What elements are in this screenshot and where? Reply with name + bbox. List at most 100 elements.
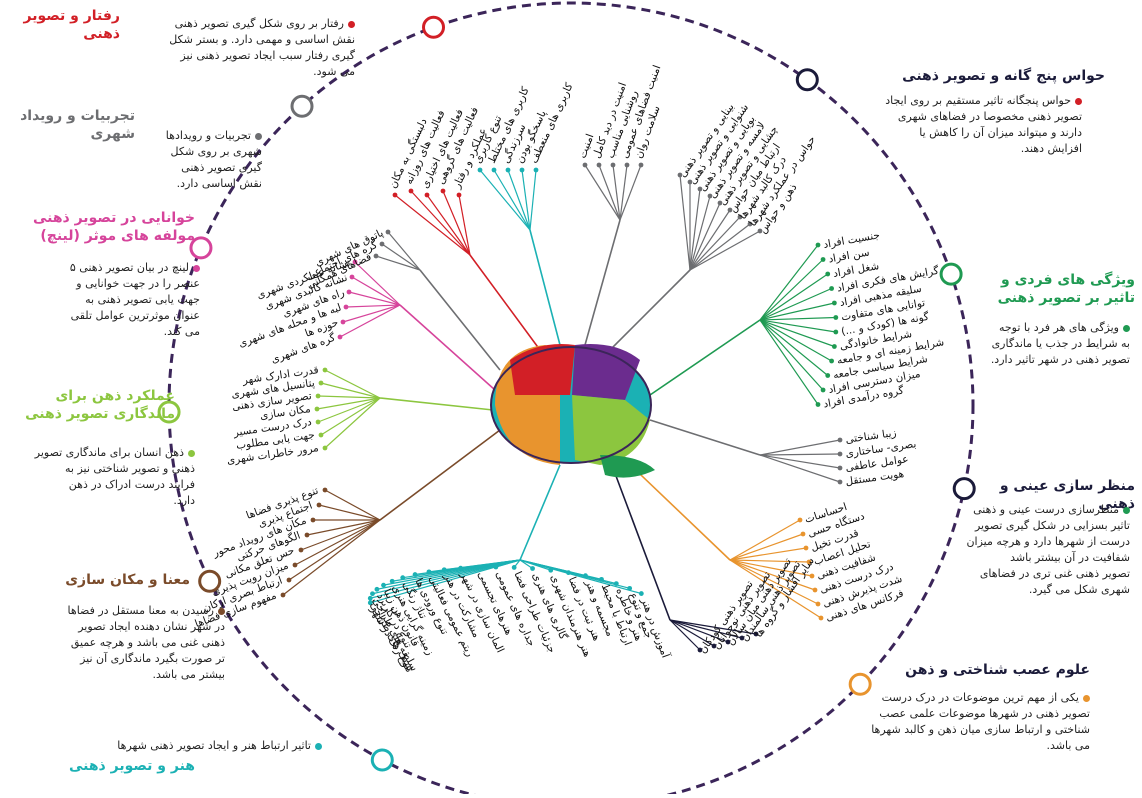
mind-title: عملکرد ذهن برای ماندگاری تصویر ذهنی xyxy=(15,388,175,423)
behavior-desc-line: نقش اساسی و مهمی دارد. و بستر شکل xyxy=(169,32,355,46)
individual-link xyxy=(759,319,832,362)
neuro-title: علوم عصب شناختی و ذهن xyxy=(905,662,1090,680)
safety-leaf-dot xyxy=(624,162,630,168)
lynch-desc-line: عنصر را در جهت خوانایی و xyxy=(76,276,200,290)
mind-leaf-dot xyxy=(315,419,321,425)
individual-desc-line: ویژگی های هر فرد با توجه xyxy=(998,321,1119,334)
behavior-title: رفتار و تصویر ذهنی xyxy=(10,8,120,43)
neuro-link xyxy=(729,533,804,561)
lynch-title-line1: خوانایی در تصویر ذهنی xyxy=(32,210,195,226)
neuro-leaf-dot xyxy=(809,573,815,579)
senses-link xyxy=(679,174,691,271)
branch-links xyxy=(280,162,843,653)
mind-node xyxy=(157,400,181,424)
trunk-line xyxy=(469,254,541,351)
lynch-desc: لینچ در بیان تصویر ذهنی ۵ عنصر را در جهت… xyxy=(15,260,200,340)
groups-link xyxy=(669,619,757,635)
meaning-dot xyxy=(218,607,225,615)
trunk-line xyxy=(529,229,561,346)
behavior-link xyxy=(394,194,471,256)
safety-link xyxy=(598,164,621,221)
individual-node xyxy=(939,262,963,286)
art-leaf-dot xyxy=(511,565,517,570)
groups-leaf-dot xyxy=(725,639,731,645)
senses-link xyxy=(689,188,701,271)
experiences-link xyxy=(381,243,421,271)
experiences-desc-line: گیری تصویر ذهنی xyxy=(181,160,262,174)
lynch-leaf-dot xyxy=(352,259,358,265)
senses-leaf-dot xyxy=(747,221,753,227)
neuro-dot xyxy=(1083,694,1090,702)
individual-leaf-dot xyxy=(829,358,835,364)
safety-link xyxy=(584,164,621,221)
behavior-dot xyxy=(348,20,355,28)
meaning-link xyxy=(294,519,381,566)
experiences-leaf-dot xyxy=(373,253,379,259)
meaning-desc-line: بیشتر می باشد. xyxy=(152,667,225,681)
meaning-leaf-dot xyxy=(298,547,304,553)
individual-link xyxy=(759,319,836,333)
objective-desc-line: شهری شکل می گیرد. xyxy=(1028,582,1130,596)
senses-leaf-dot xyxy=(687,179,693,185)
activities-leaf-dot xyxy=(505,167,511,173)
behavior-node xyxy=(422,15,446,39)
experiences-dot xyxy=(255,132,262,140)
neuro-desc: یکی از مهم ترین موضوعات در درک درست تصوی… xyxy=(845,690,1090,754)
mind-title-line2: ماندگاری تصویر ذهنی xyxy=(25,405,175,422)
meaning-desc-line: رسیدن به معنا مستقل در فضاها xyxy=(67,604,214,617)
lynch-leaf-dot xyxy=(346,289,352,295)
senses-leaf-dot xyxy=(697,186,703,192)
senses-dot xyxy=(1075,97,1082,105)
groups-link xyxy=(669,619,729,643)
individual-leaf-dot xyxy=(833,329,839,335)
behavior-link xyxy=(442,190,471,256)
lynch-desc-line: عنوان موثرترین عوامل تلقی xyxy=(70,308,200,322)
lynch-desc-line: می کند. xyxy=(163,324,200,338)
safety-link xyxy=(619,164,642,221)
senses-desc-line: تصویر ذهنی مخصوصا در فضاهای شهری xyxy=(897,109,1082,123)
mind-link xyxy=(320,382,381,399)
groups-link xyxy=(669,619,701,651)
art-leaf-dot xyxy=(441,567,447,573)
meaning-leaf-dot xyxy=(280,592,286,598)
objective-desc-line: تاثیر بسزایی در شکل گیری تصویر xyxy=(974,518,1130,532)
art-desc-line: تاثیر ارتباط هنر و ایجاد تصویر ذهنی شهره… xyxy=(117,739,311,752)
mind-link xyxy=(320,397,381,436)
neuro-link xyxy=(729,559,816,591)
groups-leaf-dot xyxy=(739,635,745,641)
art-leaf-dot xyxy=(412,572,418,577)
meaning-leaf-dot xyxy=(316,502,322,508)
senses-desc-line: دارند و میتواند میزان آن را کاهش یا xyxy=(919,125,1082,139)
individual-leaf-dot xyxy=(825,373,831,378)
senses-node xyxy=(795,68,819,92)
safety-leaf-dot xyxy=(610,162,616,168)
experiences-title: تجربیات و رویداد شهری xyxy=(20,108,135,143)
trunk-line xyxy=(584,219,621,346)
objective-desc-line: منظرسازی درست عینی و ذهنی xyxy=(973,503,1119,516)
meaning-link xyxy=(288,519,381,581)
neuro-desc-line: می باشد. xyxy=(1046,738,1090,752)
objective-leaf-dot xyxy=(837,465,843,471)
individual-leaf-label: جنسیت افراد xyxy=(822,229,880,251)
behavior-link xyxy=(410,190,471,256)
meaning-desc-line: ذهنی غنی می باشد و هرچه عمیق xyxy=(70,635,225,649)
individual-leaf-dot xyxy=(831,300,837,306)
art-desc: تاثیر ارتباط هنر و ایجاد تصویر ذهنی شهره… xyxy=(60,738,322,754)
lynch-title-line2: مولفه های موثر (لینچ) xyxy=(40,227,195,244)
trunk-line xyxy=(379,397,494,411)
objective-link xyxy=(759,454,841,469)
experiences-node xyxy=(290,94,314,118)
activities-leaf-dot xyxy=(491,167,497,173)
trunk-line xyxy=(609,459,671,621)
behavior-desc: رفتار بر روی شکل گیری تصویر ذهنی نقش اسا… xyxy=(130,16,355,80)
individual-leaf-dot xyxy=(831,344,837,349)
lynch-desc-line: جهت یابی تصویر ذهنی به xyxy=(85,292,200,306)
senses-leaf-dot xyxy=(707,193,713,199)
neuro-link xyxy=(729,547,807,561)
individual-link xyxy=(759,287,832,321)
trunk-line xyxy=(519,464,561,561)
meaning-node xyxy=(198,569,222,593)
experiences-leaf-dot xyxy=(385,229,391,235)
mind-leaf-dot xyxy=(315,393,321,399)
safety-link xyxy=(619,164,628,221)
